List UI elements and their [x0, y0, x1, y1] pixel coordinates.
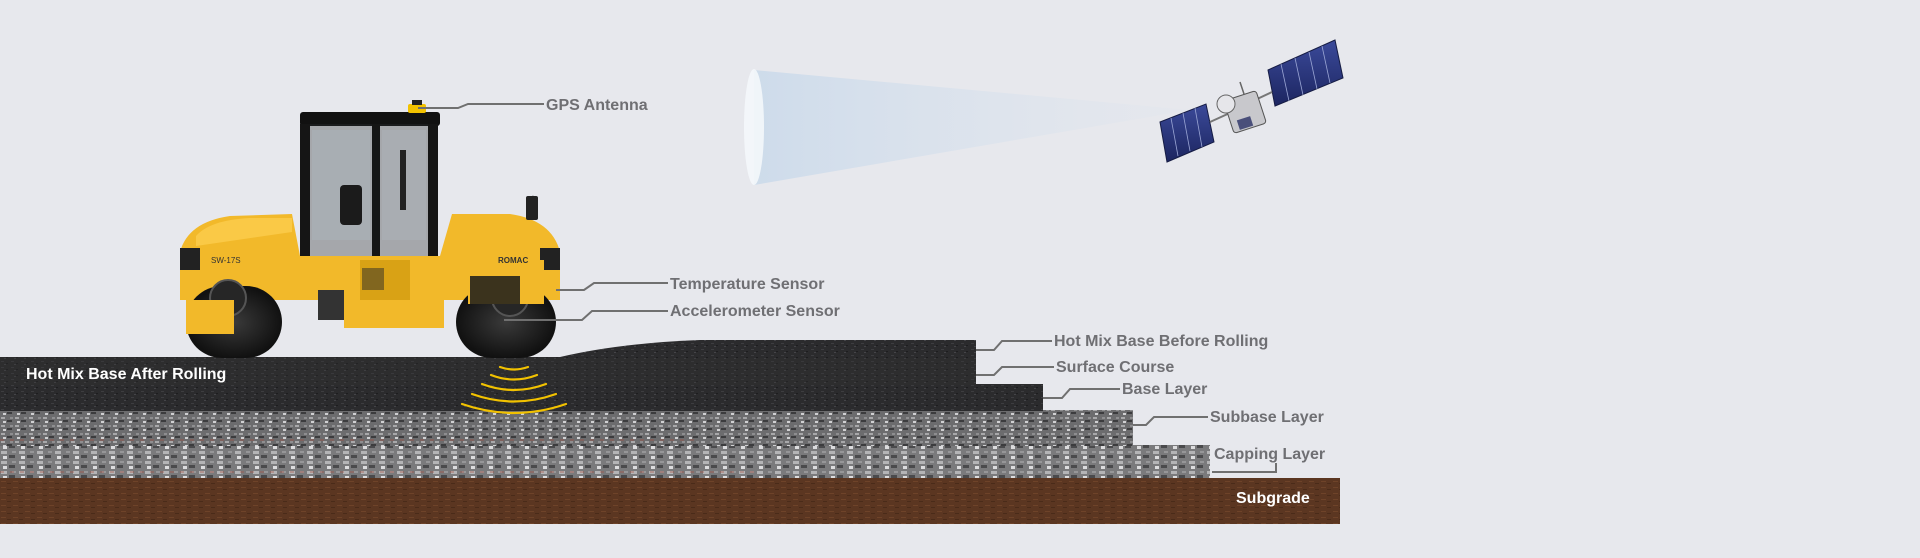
label-surface-course: Surface Course	[1056, 359, 1175, 376]
hot-mix-before-leader	[976, 340, 1052, 351]
subbase-layer-leader	[1133, 416, 1208, 426]
label-subbase-layer: Subbase Layer	[1210, 409, 1324, 426]
label-hot-mix-after: Hot Mix Base After Rolling	[26, 366, 227, 383]
label-hot-mix-before: Hot Mix Base Before Rolling	[1054, 333, 1269, 350]
label-accelerometer-sensor: Accelerometer Sensor	[670, 303, 840, 320]
road-roller-icon: SW-17S ROMAC	[180, 100, 560, 358]
pavement-layers	[0, 340, 1340, 524]
capping-layer-leader	[1212, 463, 1277, 473]
beam-aperture	[744, 69, 764, 185]
vibration-waves-icon	[460, 365, 568, 415]
hot-mix-base-before-rolling	[560, 340, 976, 358]
subbase-layer	[0, 410, 1133, 446]
capping-layer	[0, 445, 1210, 478]
base-layer-leader	[1043, 388, 1120, 399]
satellite-icon	[1159, 39, 1344, 163]
label-temperature-sensor: Temperature Sensor	[670, 276, 825, 293]
label-base-layer: Base Layer	[1122, 381, 1208, 398]
base-layer	[0, 384, 1043, 411]
surface-course-leader	[976, 366, 1054, 376]
leader-lines	[418, 103, 1277, 473]
temperature-sensor-leader	[556, 282, 668, 291]
front-drum	[186, 279, 282, 358]
label-subgrade: Subgrade	[1236, 490, 1310, 507]
label-capping-layer: Capping Layer	[1214, 446, 1326, 463]
accelerometer-sensor-leader	[504, 310, 668, 321]
subgrade-layer	[0, 478, 1340, 524]
roller-brand-text: ROMAC	[498, 256, 528, 265]
gps-antenna-leader	[418, 103, 544, 109]
label-gps-antenna: GPS Antenna	[546, 97, 648, 114]
rear-drum	[456, 260, 556, 358]
roller-model-text: SW-17S	[211, 256, 241, 265]
signal-beam	[754, 70, 1190, 185]
